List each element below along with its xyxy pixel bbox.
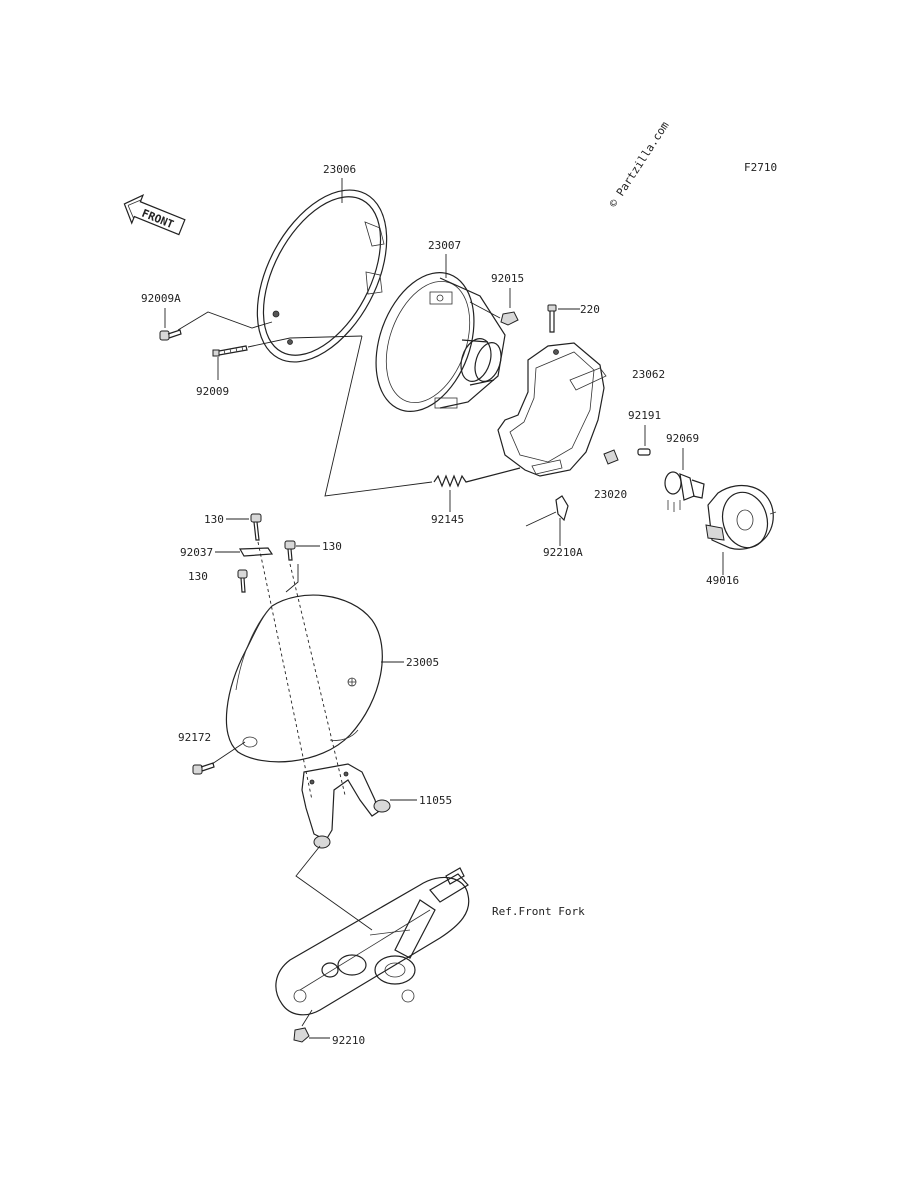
part-23062-bracket bbox=[497, 342, 607, 477]
figure-code: F2710 bbox=[744, 161, 777, 174]
part-label-23020: 23020 bbox=[594, 488, 627, 501]
part-label-92172: 92172 bbox=[178, 731, 211, 744]
part-92069-bulb bbox=[664, 471, 705, 512]
part-92037-clamp bbox=[238, 547, 274, 557]
part-11055-bracket bbox=[301, 763, 391, 849]
part-label-92037: 92037 bbox=[180, 546, 213, 559]
part-label-11055: 11055 bbox=[419, 794, 452, 807]
front-arrow-text: FRONT bbox=[140, 207, 176, 232]
part-49016-bulb-cover bbox=[705, 484, 777, 550]
part-label-92145: 92145 bbox=[431, 513, 464, 526]
part-label-92191: 92191 bbox=[628, 409, 661, 422]
reference-note: Ref.Front Fork bbox=[492, 905, 585, 918]
part-92172-screw bbox=[192, 762, 215, 775]
part-130-bolt-b bbox=[284, 540, 296, 561]
part-label-220: 220 bbox=[580, 303, 600, 316]
part-92210-nut bbox=[293, 1027, 310, 1043]
front-direction-arrow-icon: FRONT bbox=[123, 194, 186, 236]
part-23007-headlight-unit bbox=[375, 272, 506, 412]
part-label-92009: 92009 bbox=[196, 385, 229, 398]
part-92145-spring bbox=[433, 467, 521, 488]
part-label-130-a: 130 bbox=[204, 513, 224, 526]
part-92210A-clip bbox=[555, 495, 569, 522]
part-92191-collar bbox=[637, 448, 651, 456]
part-92015-nut bbox=[500, 311, 519, 326]
part-label-23005: 23005 bbox=[406, 656, 439, 669]
part-label-92015: 92015 bbox=[491, 272, 524, 285]
part-label-23006: 23006 bbox=[323, 163, 356, 176]
front-fork-lower-bracket-ref bbox=[275, 867, 470, 1016]
part-130-bolt-a bbox=[250, 513, 262, 541]
part-label-92009A: 92009A bbox=[141, 292, 181, 305]
part-label-92210A: 92210A bbox=[543, 546, 583, 559]
part-23005-headlight-housing bbox=[225, 594, 383, 763]
part-label-23062: 23062 bbox=[632, 368, 665, 381]
part-92009-screw bbox=[212, 345, 248, 357]
part-label-92210: 92210 bbox=[332, 1034, 365, 1047]
part-220-screw bbox=[547, 304, 557, 333]
part-label-23007: 23007 bbox=[428, 239, 461, 252]
part-label-130-c: 130 bbox=[188, 570, 208, 583]
part-23006-headlight-rim bbox=[256, 189, 388, 363]
part-130-bolt-c bbox=[237, 569, 248, 593]
part-label-92069: 92069 bbox=[666, 432, 699, 445]
watermark: © Partzilla.com bbox=[607, 119, 672, 210]
part-92009A-screw bbox=[159, 329, 182, 341]
part-label-130-b: 130 bbox=[322, 540, 342, 553]
part-label-49016: 49016 bbox=[706, 574, 739, 587]
part-23020-socket bbox=[603, 449, 619, 465]
